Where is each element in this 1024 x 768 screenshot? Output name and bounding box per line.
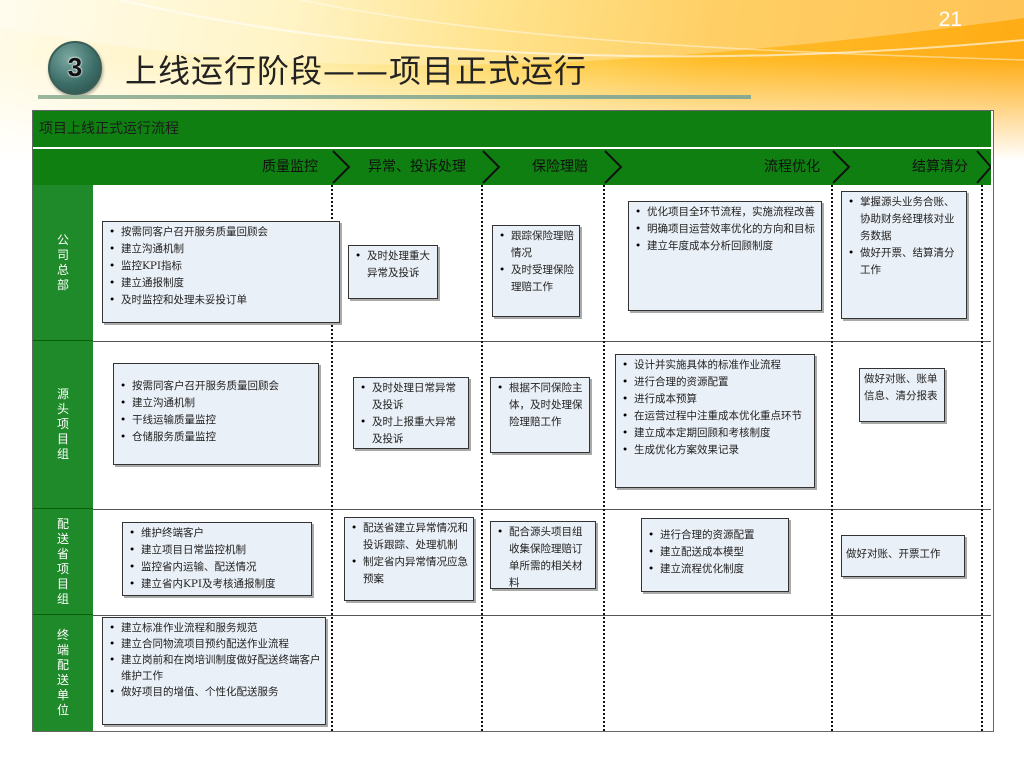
provincial-quality-box: 维护终端客户 建立项目日常监控机制 监控省内运输、配送情况 建立省内KPI及考核…	[122, 522, 312, 596]
row-head-provincial-project-team: 配送省项目组	[33, 509, 93, 615]
provincial-insurance-box: 配合源头项目组收集保险理赔订单所需的相关材料	[490, 521, 596, 589]
row-head-headquarters: 公司总部	[33, 185, 93, 341]
provincial-settle-box: 做好对账、开票工作	[841, 535, 965, 577]
row-head-source-project-team: 源头项目组	[33, 341, 93, 509]
hq-optimize-box: 优化项目全环节流程，实施流程改善 明确项目运营效率优化的方向和目标 建立年度成本…	[628, 201, 822, 311]
source-insurance-box: 根据不同保险主体，及时处理保险理赔工作	[490, 377, 590, 453]
phase-exception-handling: 异常、投诉处理	[368, 159, 466, 175]
hq-exception-box: 及时处理重大异常及投诉	[348, 245, 438, 299]
page-number: 21	[938, 8, 962, 31]
provincial-exception-box: 配送省建立异常情况和投诉跟踪、处理机制 制定省内异常情况应急预案	[344, 517, 474, 601]
phase-header: 质量监控 异常、投诉处理 保险理赔 流程优化 结算清分	[33, 149, 991, 185]
source-quality-box: 按需同客户召开服务质量回顾会 建立沟通机制 干线运输质量监控 仓储服务质量监控	[113, 363, 319, 465]
phase-settlement: 结算清分	[912, 159, 968, 175]
phase-divider	[981, 185, 983, 731]
title-underline	[38, 95, 751, 99]
hq-settle-box: 掌握源头业务合账、协助财务经理核对业务数据 做好开票、结算清分工作	[841, 191, 967, 319]
section-number-badge: 3	[48, 41, 102, 95]
phase-divider	[481, 185, 483, 731]
provincial-optimize-box: 进行合理的资源配置 建立配送成本模型 建立流程优化制度	[641, 518, 789, 592]
source-exception-box: 及时处理日常异常及投诉 及时上报重大异常及投诉	[353, 377, 469, 449]
phase-divider	[831, 185, 833, 731]
source-optimize-box: 设计并实施具体的标准作业流程 进行合理的资源配置 进行成本预算 在运营过程中注重…	[615, 354, 815, 488]
row-divider	[93, 341, 991, 342]
row-divider	[93, 615, 991, 616]
phase-process-optimization: 流程优化	[764, 159, 820, 175]
row-head-terminal-delivery-unit: 终端配送单位	[33, 615, 93, 731]
terminal-quality-box: 建立标准作业流程和服务规范 建立合同物流项目预约配送作业流程 建立岗前和在岗培训…	[102, 617, 326, 725]
process-diagram: 项目上线正式运行流程 质量监控 异常、投诉处理 保险理赔 流程优化 结算清分 公…	[32, 110, 994, 732]
diagram-title: 项目上线正式运行流程	[33, 111, 991, 147]
phase-chevrons	[332, 150, 991, 184]
phase-quality-monitoring: 质量监控	[262, 159, 318, 175]
hq-quality-box: 按需同客户召开服务质量回顾会 建立沟通机制 监控KPI指标 建立通报制度 及时监…	[102, 221, 340, 323]
slide-title: 上线运行阶段——项目正式运行	[125, 52, 588, 90]
phase-divider	[331, 185, 333, 731]
source-settle-box: 做好对账、账单信息、清分报表	[859, 368, 945, 422]
phase-insurance-claims: 保险理赔	[532, 159, 588, 175]
phase-divider	[603, 185, 605, 731]
hq-insurance-box: 跟踪保险理赔情况 及时受理保险理赔工作	[492, 225, 580, 317]
decorative-swoosh	[0, 0, 1024, 66]
row-divider	[93, 509, 991, 510]
